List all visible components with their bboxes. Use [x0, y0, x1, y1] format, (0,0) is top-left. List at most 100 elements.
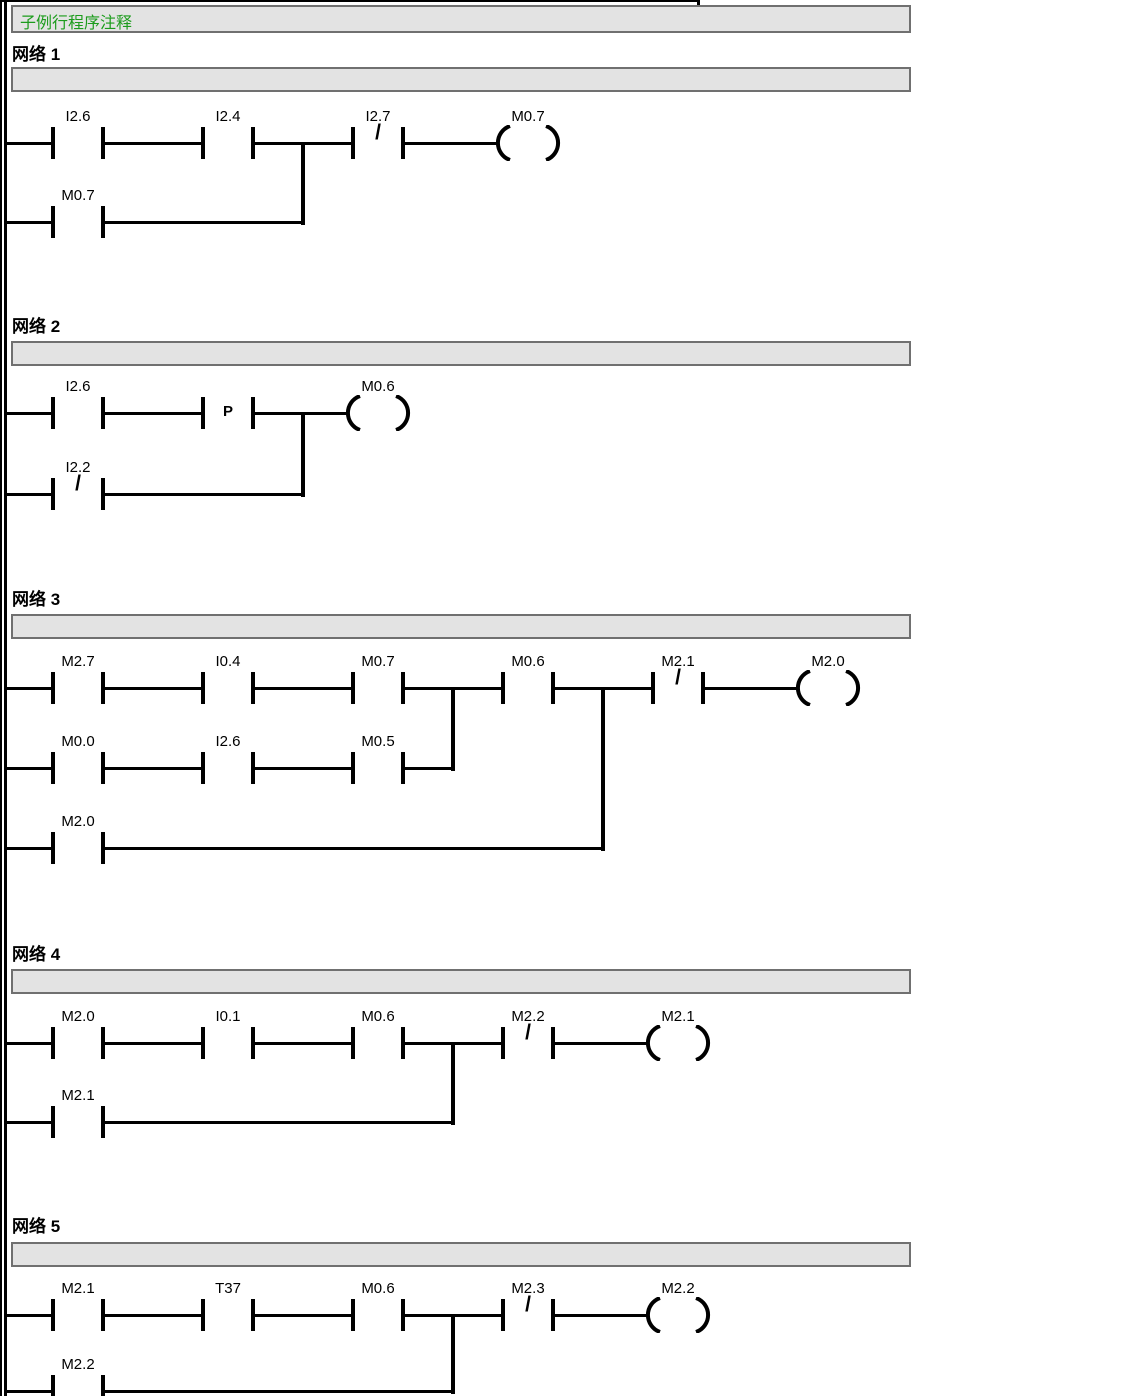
contact-no-m2-1[interactable]: M2.1 [51, 1280, 105, 1331]
rung-line [5, 412, 51, 415]
contact-bar [501, 672, 505, 704]
contact-no-m0-5[interactable]: M0.5 [351, 733, 405, 784]
contact-bar [251, 752, 255, 784]
rung-line [105, 412, 201, 415]
contact-no-m0-6[interactable]: M0.6 [501, 653, 555, 704]
coil-parens-icon [645, 1025, 711, 1061]
contact-no-i2-6[interactable]: I2.6 [51, 378, 105, 429]
top-border-line [0, 0, 700, 2]
nc-slash-icon: / [525, 1021, 531, 1044]
contact-nc-i2-7[interactable]: I2.7 / [351, 108, 405, 159]
contact-no-m0-7[interactable]: M0.7 [51, 187, 105, 238]
power-rail [4, 0, 7, 1396]
coil-m2-2[interactable]: M2.2 [643, 1280, 713, 1334]
branch-line [301, 142, 305, 225]
contact-no-m2-2[interactable]: M2.2 [51, 1356, 105, 1396]
contact-label: M2.0 [61, 1008, 95, 1025]
contact-bar [351, 672, 355, 704]
contact-nc-m2-2[interactable]: M2.2 / [501, 1008, 555, 1059]
contact-no-m2-0[interactable]: M2.0 [51, 813, 105, 864]
coil-m2-1[interactable]: M2.1 [643, 1008, 713, 1062]
rung-line [255, 687, 351, 690]
coil-m0-7[interactable]: M0.7 [493, 108, 563, 162]
rung-line [105, 1121, 455, 1124]
editor-left-border [0, 0, 2, 1396]
contact-label: I2.6 [65, 378, 91, 395]
subroutine-comment-box[interactable]: 子例行程序注释 [11, 5, 911, 33]
coil-label: M0.7 [511, 108, 545, 125]
branch-line [451, 687, 455, 771]
contact-bar [401, 1027, 405, 1059]
contact-no-t37[interactable]: T37 [201, 1280, 255, 1331]
contact-no-m0-6[interactable]: M0.6 [351, 1008, 405, 1059]
rung-line [555, 1314, 648, 1317]
contact-label: M0.7 [61, 187, 95, 204]
contact-bar [51, 1375, 55, 1396]
contact-no-m0-7[interactable]: M0.7 [351, 653, 405, 704]
network-1-title: 网络 1 [12, 45, 61, 64]
contact-bar [101, 478, 105, 510]
network-2-comment-box[interactable] [11, 341, 911, 366]
contact-nc-m2-3[interactable]: M2.3 / [501, 1280, 555, 1331]
contact-label: M2.2 [511, 1008, 545, 1025]
rung-line [105, 1314, 201, 1317]
contact-no-i2-6[interactable]: I2.6 [51, 108, 105, 159]
contact-label: M0.6 [361, 1280, 395, 1297]
rung-line [555, 1042, 648, 1045]
contact-bar [251, 127, 255, 159]
subroutine-comment-text: 子例行程序注释 [20, 15, 133, 32]
contact-edge-p[interactable]: P [201, 378, 255, 429]
contact-bar [51, 127, 55, 159]
contact-label: M2.2 [61, 1356, 95, 1373]
network-3-comment-box[interactable] [11, 614, 911, 639]
contact-bar [501, 1299, 505, 1331]
contact-nc-i2-2[interactable]: I2.2 / [51, 459, 105, 510]
contact-bar [251, 1299, 255, 1331]
network-4-comment-box[interactable] [11, 969, 911, 994]
coil-m2-0[interactable]: M2.0 [793, 653, 863, 707]
contact-no-m2-7[interactable]: M2.7 [51, 653, 105, 704]
network-4-title: 网络 4 [12, 945, 61, 964]
contact-label: M2.1 [661, 653, 695, 670]
contact-bar [101, 397, 105, 429]
contact-bar [551, 672, 555, 704]
edge-p-symbol: P [222, 403, 233, 420]
contact-no-m0-6[interactable]: M0.6 [351, 1280, 405, 1331]
network-5-comment-box[interactable] [11, 1242, 911, 1267]
contact-no-i2-4[interactable]: I2.4 [201, 108, 255, 159]
contact-label: M2.1 [61, 1280, 95, 1297]
contact-no-i2-6[interactable]: I2.6 [201, 733, 255, 784]
coil-label: M2.1 [661, 1008, 695, 1025]
contact-no-m0-0[interactable]: M0.0 [51, 733, 105, 784]
coil-label: M0.6 [361, 378, 395, 395]
branch-line [301, 412, 305, 497]
coil-parens-icon [795, 670, 861, 706]
contact-bar [351, 127, 355, 159]
rung-line [105, 142, 201, 145]
contact-bar [101, 752, 105, 784]
contact-no-m2-0[interactable]: M2.0 [51, 1008, 105, 1059]
branch-line [601, 687, 605, 851]
rung-line [105, 847, 605, 850]
rung-line [705, 687, 798, 690]
contact-no-m2-1[interactable]: M2.1 [51, 1087, 105, 1138]
contact-label: M2.3 [511, 1280, 545, 1297]
contact-no-i0-4[interactable]: I0.4 [201, 653, 255, 704]
contact-label: I2.7 [365, 108, 391, 125]
contact-bar [651, 672, 655, 704]
contact-no-i0-1[interactable]: I0.1 [201, 1008, 255, 1059]
contact-bar [51, 672, 55, 704]
contact-label: T37 [215, 1280, 241, 1297]
network-1-comment-box[interactable] [11, 67, 911, 92]
contact-bar [101, 1106, 105, 1138]
coil-m0-6[interactable]: M0.6 [343, 378, 413, 432]
contact-bar [101, 672, 105, 704]
contact-label: M0.7 [361, 653, 395, 670]
rung-line [5, 1121, 51, 1124]
contact-bar [351, 752, 355, 784]
contact-bar [51, 752, 55, 784]
top-border-stub [697, 0, 700, 7]
contact-nc-m2-1[interactable]: M2.1 / [651, 653, 705, 704]
contact-bar [51, 206, 55, 238]
